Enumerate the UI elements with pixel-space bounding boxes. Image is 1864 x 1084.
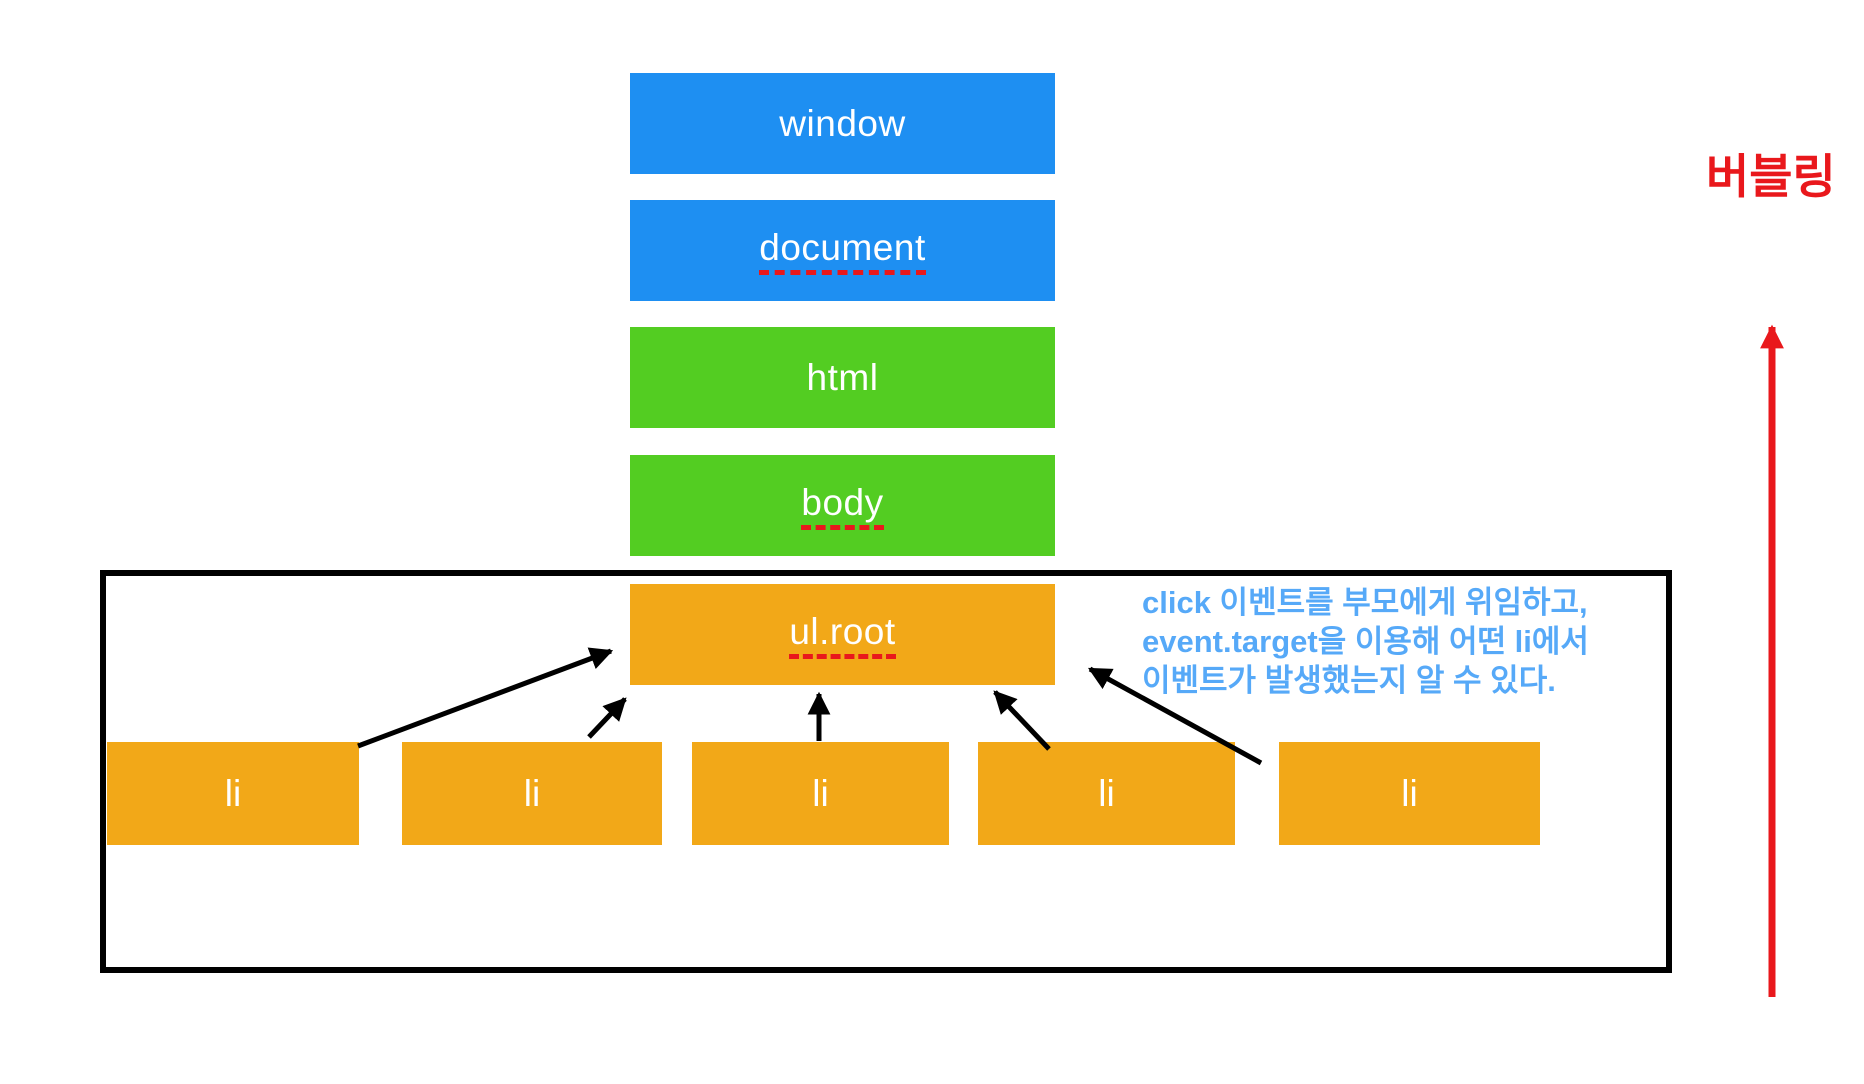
delegation-note-line-2: event.target을 이용해 어떤 li에서 bbox=[1142, 624, 1589, 659]
delegation-note-line-1: click 이벤트를 부모에게 위임하고, bbox=[1142, 585, 1588, 620]
delegation-note: click 이벤트를 부모에게 위임하고, event.target을 이용해 … bbox=[1142, 583, 1589, 700]
li-label: li bbox=[523, 772, 541, 814]
li-box-2: li bbox=[402, 742, 662, 845]
node-label-document: document bbox=[759, 227, 926, 275]
node-box-body: body bbox=[630, 455, 1055, 556]
li-label: li bbox=[1401, 772, 1418, 814]
bubbling-label: 버블링 bbox=[1706, 150, 1836, 203]
delegation-note-line-3: 이벤트가 발생했는지 알 수 있다. bbox=[1142, 663, 1556, 698]
node-label-body: body bbox=[801, 482, 884, 530]
li-label: li bbox=[1098, 772, 1115, 814]
li-label: li bbox=[812, 772, 829, 814]
li-box-3: li bbox=[692, 742, 949, 845]
ul-container-rect bbox=[100, 570, 1672, 973]
node-box-html: html bbox=[630, 327, 1055, 428]
node-label-window: window bbox=[779, 102, 906, 144]
li-box-4: li bbox=[978, 742, 1235, 845]
node-box-window: window bbox=[630, 73, 1055, 174]
li-box-1: li bbox=[107, 742, 359, 845]
li-box-5: li bbox=[1279, 742, 1540, 845]
node-box-ul-root: ul.root bbox=[630, 584, 1055, 685]
node-box-document: document bbox=[630, 200, 1055, 301]
node-label-html: html bbox=[806, 356, 879, 398]
node-label-ul-root: ul.root bbox=[789, 611, 896, 659]
li-label: li bbox=[224, 772, 242, 814]
